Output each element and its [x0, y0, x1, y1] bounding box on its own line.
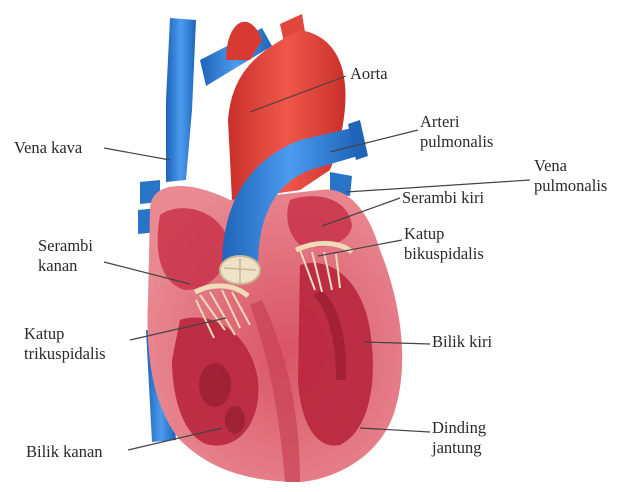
label-vena-pulmonalis-line1: Vena	[534, 156, 607, 176]
label-katup-bikuspidalis-line2: bikuspidalis	[404, 244, 484, 264]
label-dinding-jantung-line1: Dinding	[432, 418, 486, 438]
label-katup-bikuspidalis: Katup bikuspidalis	[404, 224, 484, 264]
label-vena-kava: Vena kava	[14, 138, 82, 158]
label-serambi-kiri: Serambi kiri	[402, 188, 484, 208]
label-serambi-kanan-line2: kanan	[38, 256, 93, 276]
label-serambi-kanan-line1: Serambi	[38, 236, 93, 256]
label-bilik-kiri: Bilik kiri	[432, 332, 492, 352]
label-serambi-kanan: Serambi kanan	[38, 236, 93, 276]
label-katup-bikuspidalis-line1: Katup	[404, 224, 484, 244]
label-dinding-jantung-line2: jantung	[432, 438, 486, 458]
label-vena-pulmonalis-line2: pulmonalis	[534, 176, 607, 196]
label-katup-trikuspidalis-line2: trikuspidalis	[24, 344, 106, 364]
label-arteri-pulmonalis-line2: pulmonalis	[420, 132, 493, 152]
label-arteri-pulmonalis: Arteri pulmonalis	[420, 112, 493, 152]
label-arteri-pulmonalis-line1: Arteri	[420, 112, 493, 132]
label-katup-trikuspidalis: Katup trikuspidalis	[24, 324, 106, 364]
leader-vena-kava	[104, 148, 170, 160]
label-bilik-kanan: Bilik kanan	[26, 442, 103, 462]
label-vena-pulmonalis: Vena pulmonalis	[534, 156, 607, 196]
label-katup-trikuspidalis-line1: Katup	[24, 324, 106, 344]
label-dinding-jantung: Dinding jantung	[432, 418, 486, 458]
label-aorta: Aorta	[350, 64, 388, 84]
